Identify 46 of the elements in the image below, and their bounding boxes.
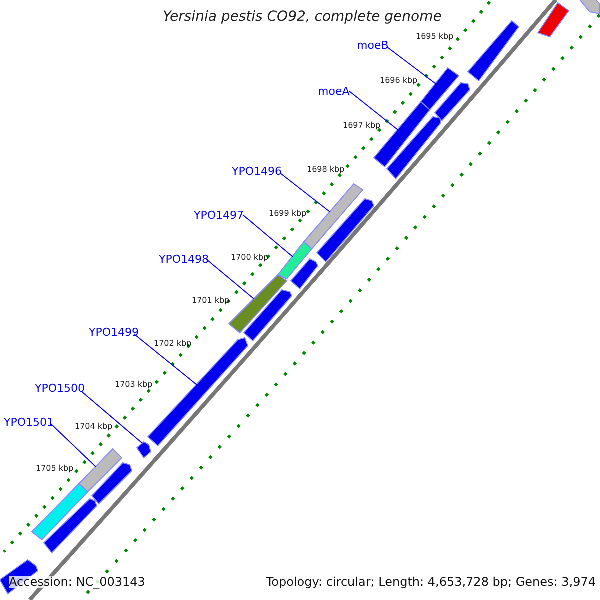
gene-name: moeB xyxy=(357,40,389,51)
gene-bar xyxy=(434,82,471,122)
gene-bar xyxy=(316,198,375,263)
gene-bar xyxy=(290,258,319,290)
leader-line xyxy=(242,214,294,258)
gene-bar xyxy=(420,67,460,111)
genome-summary-text: Topology: circular; Length: 4,653,728 bp; Genes: 3,974 xyxy=(266,576,596,588)
position-label: 1705 kbp xyxy=(36,465,74,473)
position-label: 1700 kbp xyxy=(231,254,269,262)
gene-bar xyxy=(537,2,570,38)
gene-name: moeA xyxy=(318,86,350,97)
gene-name: YPO1500 xyxy=(35,383,86,394)
leader-line xyxy=(80,390,142,444)
gene-bar xyxy=(277,241,313,280)
gene-bar xyxy=(43,498,98,554)
gene-bar xyxy=(467,20,520,82)
gene-bar xyxy=(386,116,442,180)
position-label: 1699 kbp xyxy=(269,210,307,218)
map-title: Yersinia pestis CO92, complete genome xyxy=(163,10,442,24)
position-label: 1702 kbp xyxy=(154,340,192,348)
leader-line xyxy=(348,90,398,130)
gene-name: YPO1501 xyxy=(4,417,54,428)
accession-text: Accession: NC_003143 xyxy=(9,576,146,588)
leader-line xyxy=(280,172,330,212)
position-label: 1695 kbp xyxy=(416,33,454,41)
gene-name: YPO1496 xyxy=(232,166,282,177)
position-label: 1703 kbp xyxy=(115,381,153,389)
gene-bar xyxy=(243,289,293,342)
gene-name: YPO1499 xyxy=(89,327,140,338)
gene-bar xyxy=(31,483,89,541)
leader-line xyxy=(206,258,254,300)
leader-line xyxy=(386,46,436,84)
gene-bar xyxy=(91,462,133,505)
gene-bar xyxy=(228,274,288,334)
position-label: 1704 kbp xyxy=(75,423,113,431)
position-label: 1697 kbp xyxy=(343,122,381,130)
position-label: 1696 kbp xyxy=(380,77,418,85)
leader-line xyxy=(134,334,198,386)
gene-name: YPO1498 xyxy=(159,254,210,265)
gene-bar xyxy=(78,448,123,493)
gene-name: YPO1497 xyxy=(194,210,244,221)
position-label: 1698 kbp xyxy=(307,166,345,174)
position-label: 1701 kbp xyxy=(192,297,230,305)
gene-bar xyxy=(578,0,600,15)
gene-bar xyxy=(136,441,152,459)
leader-line xyxy=(50,422,96,468)
